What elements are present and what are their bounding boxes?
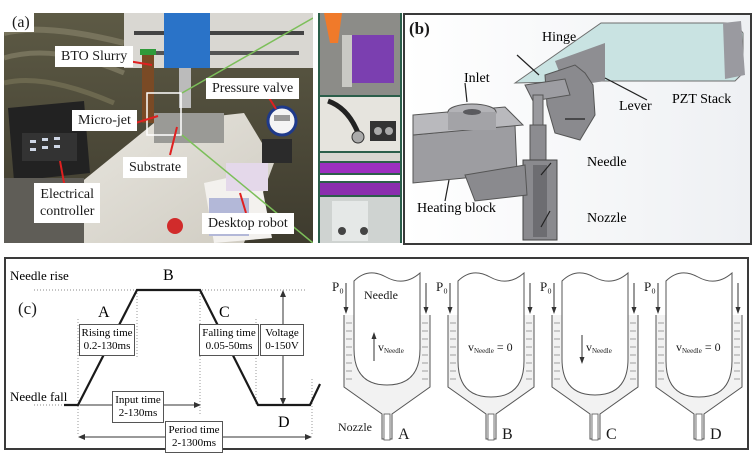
needle-rise-label: Needle rise bbox=[10, 268, 69, 283]
panel-c: Needle rise Needle fall (c) A B C D Risi… bbox=[4, 257, 749, 453]
nozzle-channel bbox=[383, 413, 391, 441]
micro-jet-closeup-photos bbox=[318, 13, 402, 243]
stage-d: P₀ vNeedle = 0 D bbox=[644, 271, 743, 443]
pressure-arrow bbox=[343, 307, 349, 314]
pressure-arrow bbox=[655, 307, 661, 314]
nozzle-channel bbox=[591, 413, 599, 441]
phase-b-label: B bbox=[163, 267, 174, 284]
voltage-box: Voltage 0-150V bbox=[260, 324, 304, 356]
label-substrate: Substrate bbox=[123, 157, 188, 178]
needle-label: Needle bbox=[364, 288, 398, 302]
velocity-label: vNeedle bbox=[378, 340, 404, 355]
falling-time-box: Falling time 0.05-50ms bbox=[199, 324, 259, 356]
label-bto-slurry: BTO Slurry bbox=[55, 46, 134, 67]
period-time-range: 2-1300ms bbox=[172, 437, 216, 449]
label-pressure-valve: Pressure valve bbox=[206, 78, 300, 99]
velocity-label: vNeedle = 0 bbox=[676, 340, 721, 355]
pressure-arrow bbox=[551, 307, 557, 314]
nozzle-channel bbox=[487, 413, 495, 441]
panel-a-letter: (a) bbox=[4, 13, 34, 32]
phase-a-label: A bbox=[98, 304, 110, 321]
voltage-title: Voltage bbox=[265, 327, 299, 339]
needle-body bbox=[665, 271, 733, 398]
stage-letter: B bbox=[502, 426, 513, 443]
label-pzt-stack: PZT Stack bbox=[672, 92, 732, 107]
stage-letter: A bbox=[398, 426, 410, 443]
velocity-label: vNeedle = 0 bbox=[468, 340, 513, 355]
input-time-title: Input time bbox=[115, 394, 161, 406]
nozzle-label: Nozzle bbox=[338, 420, 372, 434]
pressure-label: P₀ bbox=[540, 279, 552, 294]
label-electrical-controller: Electrical controller bbox=[34, 183, 101, 223]
label-lever: Lever bbox=[619, 99, 652, 114]
input-time-range: 2-130ms bbox=[118, 407, 158, 419]
panel-a-photo: (a) BTO Slurry Pressure valve Micro-jet … bbox=[4, 13, 313, 243]
falling-time-title: Falling time bbox=[202, 327, 256, 339]
stage-letter: C bbox=[606, 426, 617, 443]
photo-scene bbox=[4, 13, 313, 243]
pressure-arrow bbox=[735, 307, 741, 314]
label-heating-block: Heating block bbox=[417, 201, 496, 216]
rising-time-range: 0.2-130ms bbox=[83, 340, 131, 352]
label-inlet: Inlet bbox=[464, 71, 490, 86]
stage-b: P₀ vNeedle = 0 B bbox=[436, 271, 535, 443]
voltage-range: 0-150V bbox=[265, 340, 299, 352]
voltage-waveform bbox=[34, 288, 321, 440]
panel-b-letter: (b) bbox=[409, 19, 430, 38]
pressure-label: P₀ bbox=[332, 279, 344, 294]
label-electrical-controller-line1: Electrical bbox=[40, 187, 95, 202]
pressure-arrow bbox=[631, 307, 637, 314]
needle-body bbox=[561, 271, 629, 396]
pressure-arrow bbox=[423, 307, 429, 314]
closeup-scene bbox=[320, 13, 400, 243]
label-nozzle: Nozzle bbox=[587, 211, 627, 226]
nozzle-channel bbox=[695, 413, 703, 441]
velocity-arrow-head-down bbox=[579, 357, 585, 364]
period-time-box: Period time 2-1300ms bbox=[165, 421, 223, 453]
waveform-line bbox=[64, 288, 321, 407]
label-needle: Needle bbox=[587, 155, 627, 170]
rising-time-box: Rising time 0.2-130ms bbox=[79, 324, 135, 356]
velocity-label: vNeedle bbox=[586, 340, 612, 355]
pressure-label: P₀ bbox=[436, 279, 448, 294]
pressure-arrow bbox=[527, 307, 533, 314]
phase-c-label: C bbox=[219, 304, 230, 321]
falling-time-range: 0.05-50ms bbox=[205, 340, 253, 352]
needle-body bbox=[457, 271, 525, 398]
label-hinge: Hinge bbox=[542, 30, 577, 45]
needle-fall-label: Needle fall bbox=[10, 389, 68, 404]
cad-drawing bbox=[412, 21, 745, 241]
pressure-label: P₀ bbox=[644, 279, 656, 294]
label-desktop-robot: Desktop robot bbox=[202, 213, 294, 234]
panel-b-cad: (b) Hinge Inlet Lever PZT Stack Needle H… bbox=[403, 13, 752, 245]
period-time-title: Period time bbox=[168, 424, 220, 436]
rising-time-title: Rising time bbox=[81, 327, 133, 339]
needle-body bbox=[353, 271, 421, 386]
stage-letter: D bbox=[710, 426, 722, 443]
label-electrical-controller-line2: controller bbox=[40, 204, 95, 219]
label-micro-jet: Micro-jet bbox=[72, 110, 137, 131]
phase-d-label: D bbox=[278, 414, 290, 431]
panel-c-letter: (c) bbox=[18, 299, 37, 318]
velocity-arrow-head-up bbox=[371, 332, 377, 339]
input-time-box: Input time 2-130ms bbox=[112, 391, 164, 423]
pressure-arrow bbox=[447, 307, 453, 314]
